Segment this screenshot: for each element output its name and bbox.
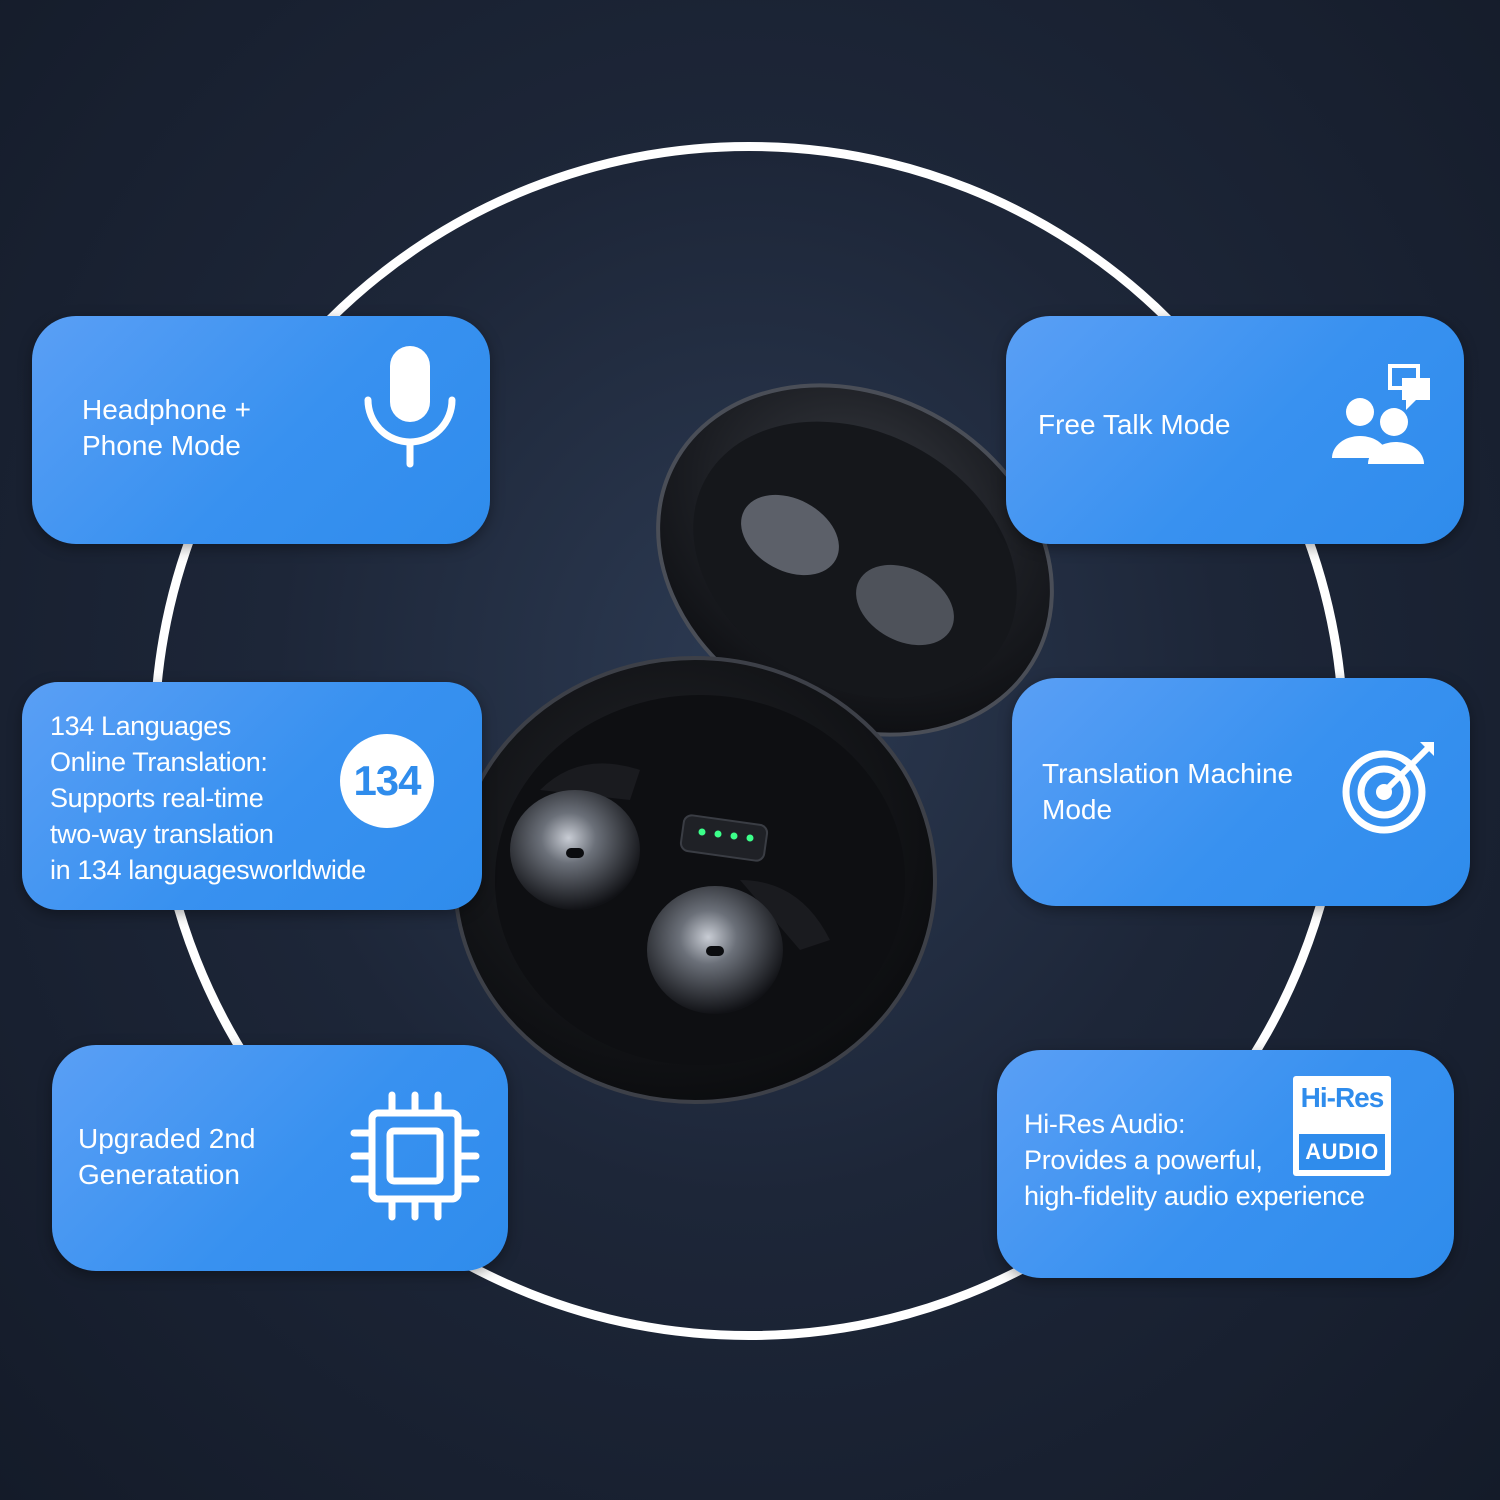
feature-text: 134 Languages Online Translation: Suppor… xyxy=(50,711,366,885)
feature-card-translation-machine: Translation Machine Mode xyxy=(1012,678,1470,906)
case-lid xyxy=(656,383,1054,737)
feature-card-headphone-mode: Headphone + Phone Mode xyxy=(32,316,490,544)
feature-text: Translation Machine Mode xyxy=(1042,758,1294,825)
languages-count-badge: 134 xyxy=(340,734,434,828)
feature-text: Hi-Res Audio: Provides a powerful, high-… xyxy=(1024,1109,1365,1211)
feature-card-generation: Upgraded 2nd Generatation xyxy=(52,1045,508,1271)
hires-audio-logo: Hi-Res AUDIO xyxy=(1293,1076,1391,1176)
feature-text: Free Talk Mode xyxy=(1038,409,1231,440)
feature-card-hires-audio: Hi-Res Audio: Provides a powerful, high-… xyxy=(997,1050,1454,1278)
battery-led-strip xyxy=(679,814,769,862)
microphone-icon xyxy=(364,346,456,468)
people-chat-icon xyxy=(1332,364,1430,464)
hires-logo-top: Hi-Res xyxy=(1300,1082,1385,1113)
earbud-left xyxy=(510,763,640,910)
feature-text: Headphone + Phone Mode xyxy=(82,394,251,461)
chip-icon xyxy=(350,1091,480,1221)
feature-card-languages: 134 Languages Online Translation: Suppor… xyxy=(22,682,482,910)
hires-logo-bottom: AUDIO xyxy=(1299,1134,1385,1170)
feature-card-free-talk-mode: Free Talk Mode xyxy=(1006,316,1464,544)
earbud-right xyxy=(647,880,830,1014)
feature-text: Upgraded 2nd Generatation xyxy=(78,1123,256,1190)
target-icon xyxy=(1342,742,1434,834)
